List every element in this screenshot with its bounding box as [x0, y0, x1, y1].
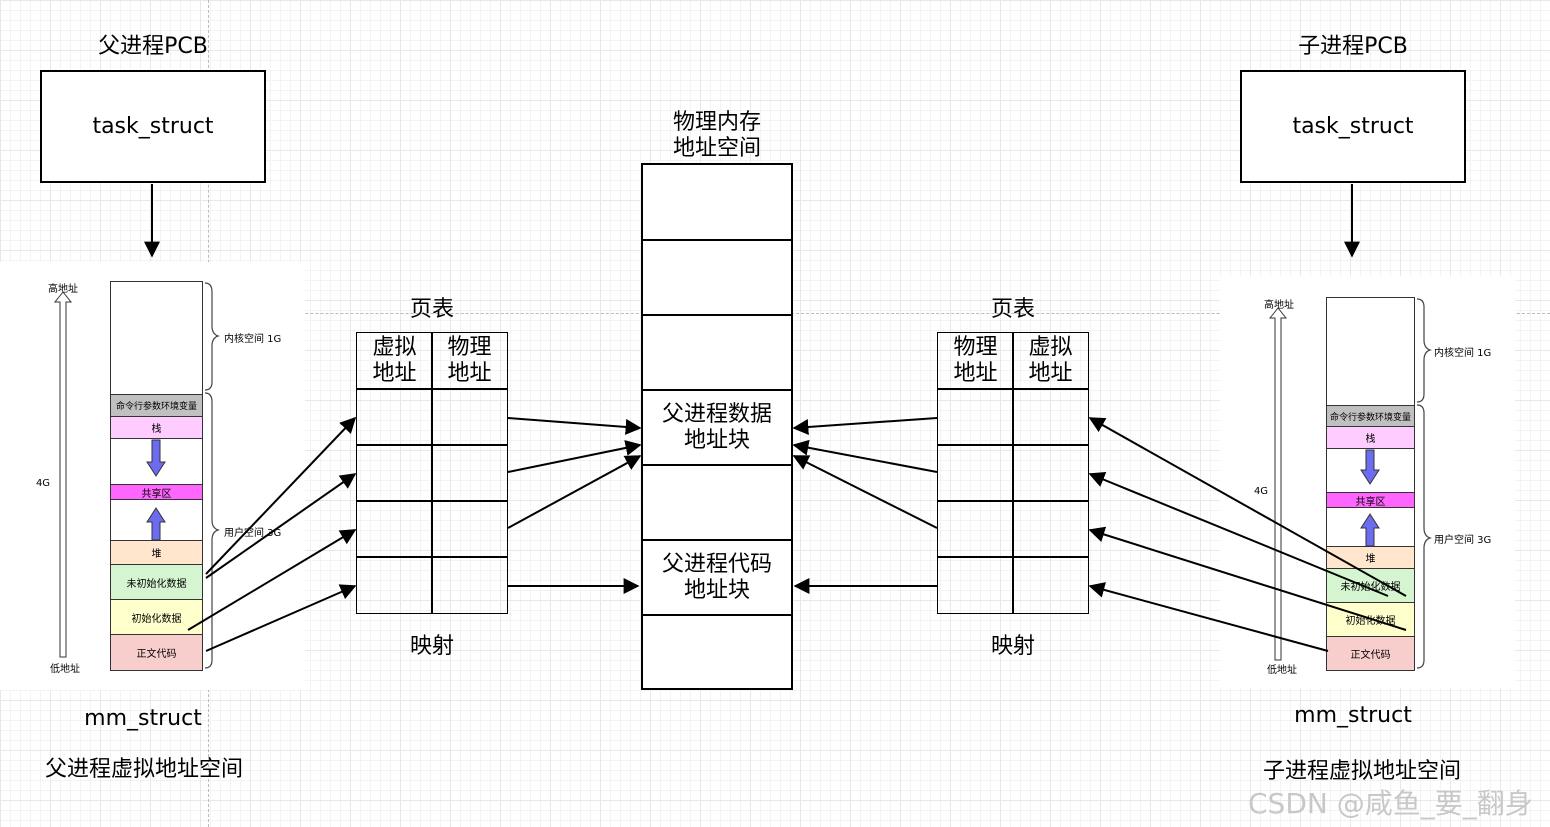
parent-bss-segment: 未初始化数据 — [111, 565, 202, 600]
right-page-table-title: 页表 — [990, 297, 1035, 322]
mapping-arrow — [1088, 417, 1407, 597]
csdn-watermark: CSDN @咸鱼_要_翻身 — [1248, 787, 1533, 820]
parent-heap-segment: 堆 — [111, 541, 202, 565]
parent-memory-layout: 命令行参数环境变量 栈 共享区 堆 未初始化数据 初始化数据 正文代码 — [110, 281, 203, 671]
parent-task-struct-box[interactable]: task_struct — [40, 70, 266, 183]
physical-memory-block — [643, 316, 791, 391]
child-high-address: 高地址 — [1264, 300, 1294, 311]
right-page-table: 物理地址 虚拟地址 — [937, 332, 1089, 614]
mapping-arrow — [1088, 582, 1329, 652]
child-pcb-title: 子进程PCB — [1298, 34, 1408, 59]
child-shared-segment: 共享区 — [1327, 492, 1414, 508]
right-pt-cell — [937, 388, 1014, 446]
right-pt-cell — [937, 500, 1014, 558]
child-kernel-brace — [1416, 298, 1432, 403]
child-stack-down-arrow — [1360, 449, 1380, 485]
physical-memory-column: 父进程数据 地址块 父进程代码 地址块 — [641, 163, 793, 690]
parent-user-space-label: 用户空间 3G — [224, 528, 282, 539]
child-kernel-segment — [1327, 298, 1414, 406]
mapping-arrow — [507, 417, 642, 435]
parent-address-axis-arrow — [53, 291, 73, 658]
left-pt-header-virtual: 虚拟地址 — [356, 332, 433, 390]
mapping-arrow — [792, 417, 938, 435]
child-space-title: 子进程虚拟地址空间 — [1262, 759, 1461, 784]
parent-text-segment: 正文代码 — [111, 635, 202, 670]
child-mm-struct: mm_struct — [1294, 703, 1412, 728]
right-mapping-label: 映射 — [990, 634, 1035, 659]
left-page-table-title: 页表 — [409, 297, 454, 322]
left-pt-cell — [356, 388, 433, 446]
child-address-axis-arrow — [1268, 307, 1288, 661]
parent-kernel-space-label: 内核空间 1G — [224, 334, 282, 345]
child-text-segment: 正文代码 — [1327, 637, 1414, 670]
mapping-arrow — [205, 416, 357, 575]
left-mapping-label: 映射 — [409, 634, 454, 659]
parent-heap-up-arrow — [146, 507, 166, 541]
mapping-arrow — [205, 584, 357, 652]
mapping-arrow — [205, 473, 357, 579]
parent-low-address: 低地址 — [50, 664, 80, 675]
parent-stack-segment: 栈 — [111, 417, 202, 439]
physical-memory-block — [643, 165, 791, 241]
right-pt-cell — [1012, 388, 1089, 446]
left-pt-cell — [356, 556, 433, 614]
parent-size-4g: 4G — [35, 478, 51, 489]
parent-kernel-segment — [111, 282, 202, 395]
child-user-space-label: 用户空间 3G — [1434, 535, 1492, 546]
physical-memory-block — [643, 466, 791, 541]
right-pt-header-virtual: 虚拟地址 — [1012, 332, 1089, 390]
parent-mm-struct: mm_struct — [84, 706, 202, 731]
child-size-4g: 4G — [1253, 486, 1269, 497]
parent-user-brace — [204, 392, 220, 669]
parent-data-address-block: 父进程数据 地址块 — [643, 391, 791, 466]
physical-memory-block — [643, 241, 791, 316]
child-bss-segment: 未初始化数据 — [1327, 569, 1414, 603]
right-pt-header-physical: 物理地址 — [937, 332, 1014, 390]
right-pt-cell — [1012, 444, 1089, 502]
parent-args-segment: 命令行参数环境变量 — [111, 395, 202, 417]
child-heap-up-arrow — [1360, 513, 1380, 547]
physical-memory-title: 物理内存 地址空间 — [672, 110, 761, 161]
mapping-arrow — [792, 455, 938, 529]
right-pt-cell — [937, 444, 1014, 502]
parent-space-title: 父进程虚拟地址空间 — [44, 757, 243, 782]
child-low-address: 低地址 — [1267, 665, 1297, 676]
left-pt-cell — [431, 556, 508, 614]
left-pt-cell — [356, 444, 433, 502]
left-pt-cell — [431, 388, 508, 446]
parent-data-segment: 初始化数据 — [111, 600, 202, 635]
parent-shared-segment: 共享区 — [111, 484, 202, 500]
child-task-struct-box[interactable]: task_struct — [1240, 70, 1466, 183]
left-pt-cell — [431, 444, 508, 502]
left-pt-cell — [356, 500, 433, 558]
mapping-arrow — [187, 529, 357, 631]
parent-task-struct-label: task_struct — [92, 114, 214, 139]
left-page-table: 虚拟地址 物理地址 — [356, 332, 508, 614]
child-task-struct-label: task_struct — [1292, 114, 1414, 139]
child-kernel-space-label: 内核空间 1G — [1434, 348, 1492, 359]
left-pt-cell — [431, 500, 508, 558]
parent-stack-down-arrow — [146, 439, 166, 477]
left-pt-header-physical: 物理地址 — [431, 332, 508, 390]
parent-pcb-title: 父进程PCB — [98, 34, 208, 59]
child-args-segment: 命令行参数环境变量 — [1327, 406, 1414, 427]
mapping-arrow — [1088, 526, 1407, 631]
mapping-arrow — [507, 455, 642, 529]
mapping-arrow — [507, 440, 642, 473]
child-stack-segment: 栈 — [1327, 427, 1414, 449]
parent-code-address-block: 父进程代码 地址块 — [643, 541, 791, 616]
mapping-arrow — [1088, 472, 1389, 597]
parent-kernel-brace — [204, 282, 220, 391]
mapping-arrow — [792, 439, 938, 473]
parent-high-address: 高地址 — [48, 284, 78, 295]
child-user-brace — [1416, 404, 1432, 669]
right-pt-cell — [937, 556, 1014, 614]
